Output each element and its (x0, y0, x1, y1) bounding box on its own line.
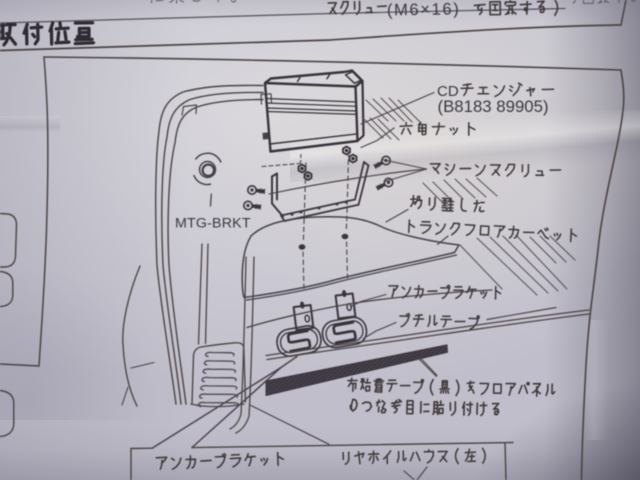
svg-text:CD: CD (437, 83, 459, 100)
svg-text:MTG-BRKT: MTG-BRKT (175, 216, 251, 232)
svg-text:(B8183 89905): (B8183 89905) (438, 97, 549, 116)
svg-text:(M6×16): (M6×16) (387, 0, 461, 19)
